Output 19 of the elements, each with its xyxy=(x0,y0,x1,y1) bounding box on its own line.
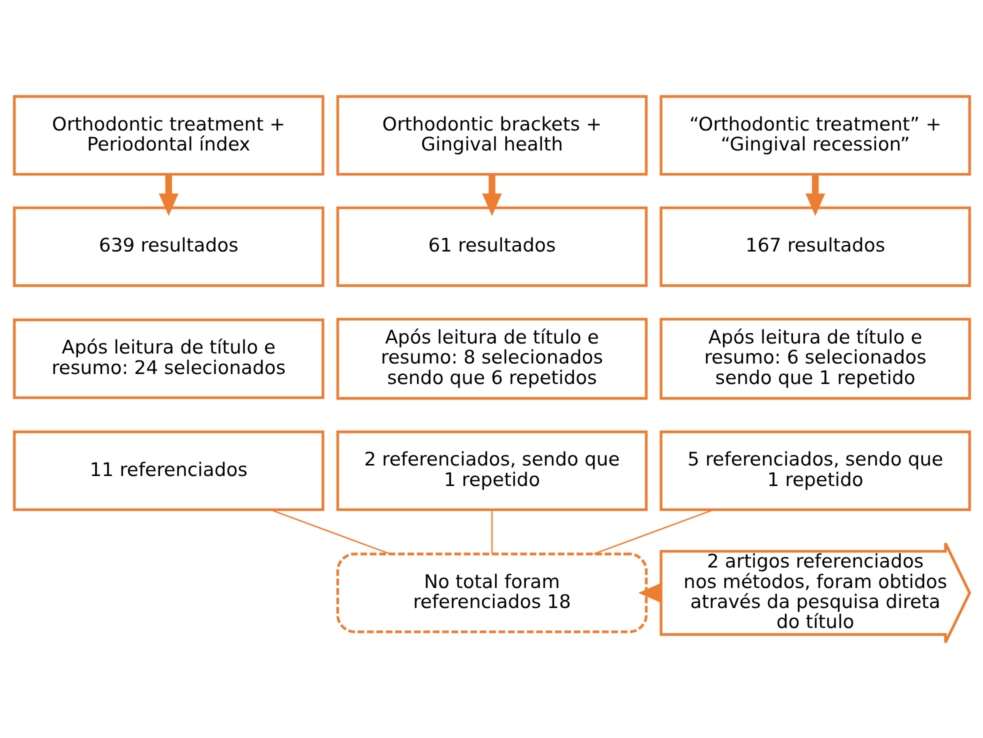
arrow xyxy=(158,174,178,216)
node-box: 639 resultados xyxy=(12,206,324,286)
node-box: Após leitura de título e resumo: 6 selecionados sendo que 1 repetido xyxy=(659,317,970,400)
connector xyxy=(593,508,714,554)
node-box: 2 referenciados, sendo que 1 repetido xyxy=(336,430,648,511)
arrow xyxy=(805,174,825,216)
node-box: 167 resultados xyxy=(659,206,970,286)
node-box: “Orthodontic treatment” + “Gingival recession” xyxy=(659,94,970,176)
node-box: No total foram referenciados 18 xyxy=(336,552,648,633)
connector xyxy=(490,509,492,554)
node-box: Orthodontic treatment + Periodontal índex xyxy=(12,94,324,176)
node-box: 61 resultados xyxy=(336,206,648,286)
arrow xyxy=(482,174,502,216)
node-box: 11 referenciados xyxy=(12,430,324,511)
node-box: Após leitura de título e resumo: 8 selecionados sendo que 6 repetidos xyxy=(336,317,648,400)
node-box: Orthodontic brackets + Gingival health xyxy=(336,94,648,176)
node-box: Após leitura de título e resumo: 24 selecionados xyxy=(12,318,324,399)
connector xyxy=(270,508,390,554)
node-box: 5 referenciados, sendo que 1 repetido xyxy=(659,430,970,511)
